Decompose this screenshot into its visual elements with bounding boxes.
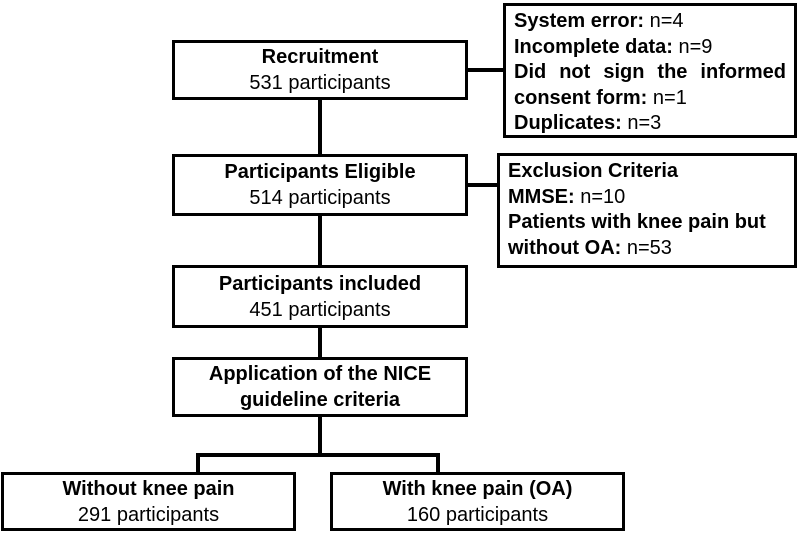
recruitment-count: 531 participants <box>249 72 391 94</box>
exclusion-value: n=53 <box>621 236 672 259</box>
nice-title-line1: Application of the NICE <box>208 363 432 385</box>
connector-recruitment-to-dropout <box>468 68 503 72</box>
dropout-label: Did not sign the informed consent form: <box>514 61 786 109</box>
with-pain-count: 160 participants <box>406 503 549 526</box>
without-pain-count: 291 participants <box>77 503 220 526</box>
box-nice-criteria: Application of the NICE guideline criter… <box>172 357 468 417</box>
dropout-label: Incomplete data: <box>514 35 673 58</box>
box-participants-included: Participants included 451 participants <box>172 265 468 328</box>
dropout-value: n=3 <box>621 112 662 134</box>
dropout-value: n=9 <box>672 35 713 58</box>
dropout-value: n=1 <box>652 86 687 109</box>
exclusion-label: Patients with knee pain but without OA: <box>508 211 766 259</box>
dropout-value: n=4 <box>644 10 684 32</box>
box-dropout-reasons: System error: n=4 Incomplete data: n=9 D… <box>503 3 797 138</box>
exclusion-label: MMSE: <box>508 185 575 208</box>
box-exclusion-criteria: Exclusion Criteria MMSE: n=10 Patients w… <box>497 153 797 268</box>
included-title: Participants included <box>218 272 422 295</box>
eligible-count: 514 participants <box>249 187 391 209</box>
without-pain-title: Without knee pain <box>62 477 235 500</box>
exclusion-line-knee-pain: Patients with knee pain but without OA: … <box>508 210 786 261</box>
dropout-line-incomplete-data: Incomplete data: n=9 <box>514 35 786 61</box>
connector-branch-horizontal <box>196 453 440 457</box>
exclusion-title: Exclusion Criteria <box>508 160 679 182</box>
dropout-line-duplicates: Duplicates: n=3 <box>514 111 786 137</box>
box-without-knee-pain: Without knee pain 291 participants <box>1 472 296 531</box>
box-participants-eligible: Participants Eligible 514 participants <box>172 154 468 216</box>
exclusion-value: n=10 <box>574 185 626 208</box>
connector-included-to-nice <box>318 328 322 357</box>
box-with-knee-pain: With knee pain (OA) 160 participants <box>330 472 625 531</box>
connector-eligible-to-exclusion <box>468 183 497 187</box>
eligible-title: Participants Eligible <box>224 161 416 183</box>
box-recruitment: Recruitment 531 participants <box>172 40 468 100</box>
dropout-label: Duplicates: <box>514 112 622 134</box>
connector-nice-to-branch <box>318 417 322 457</box>
dropout-line-system-error: System error: n=4 <box>514 9 786 35</box>
connector-branch-to-without-pain <box>196 453 200 472</box>
dropout-label: System error: <box>514 10 645 32</box>
with-pain-title: With knee pain (OA) <box>382 477 573 500</box>
dropout-line-consent: Did not sign the informed consent form: … <box>514 60 786 111</box>
nice-title-line2: guideline criteria <box>239 389 401 411</box>
connector-recruitment-to-eligible <box>318 100 322 154</box>
connector-eligible-to-included <box>318 216 322 265</box>
exclusion-line-mmse: MMSE: n=10 <box>508 185 786 211</box>
included-count: 451 participants <box>249 298 391 321</box>
recruitment-title: Recruitment <box>261 46 379 68</box>
connector-branch-to-with-pain <box>436 453 440 472</box>
